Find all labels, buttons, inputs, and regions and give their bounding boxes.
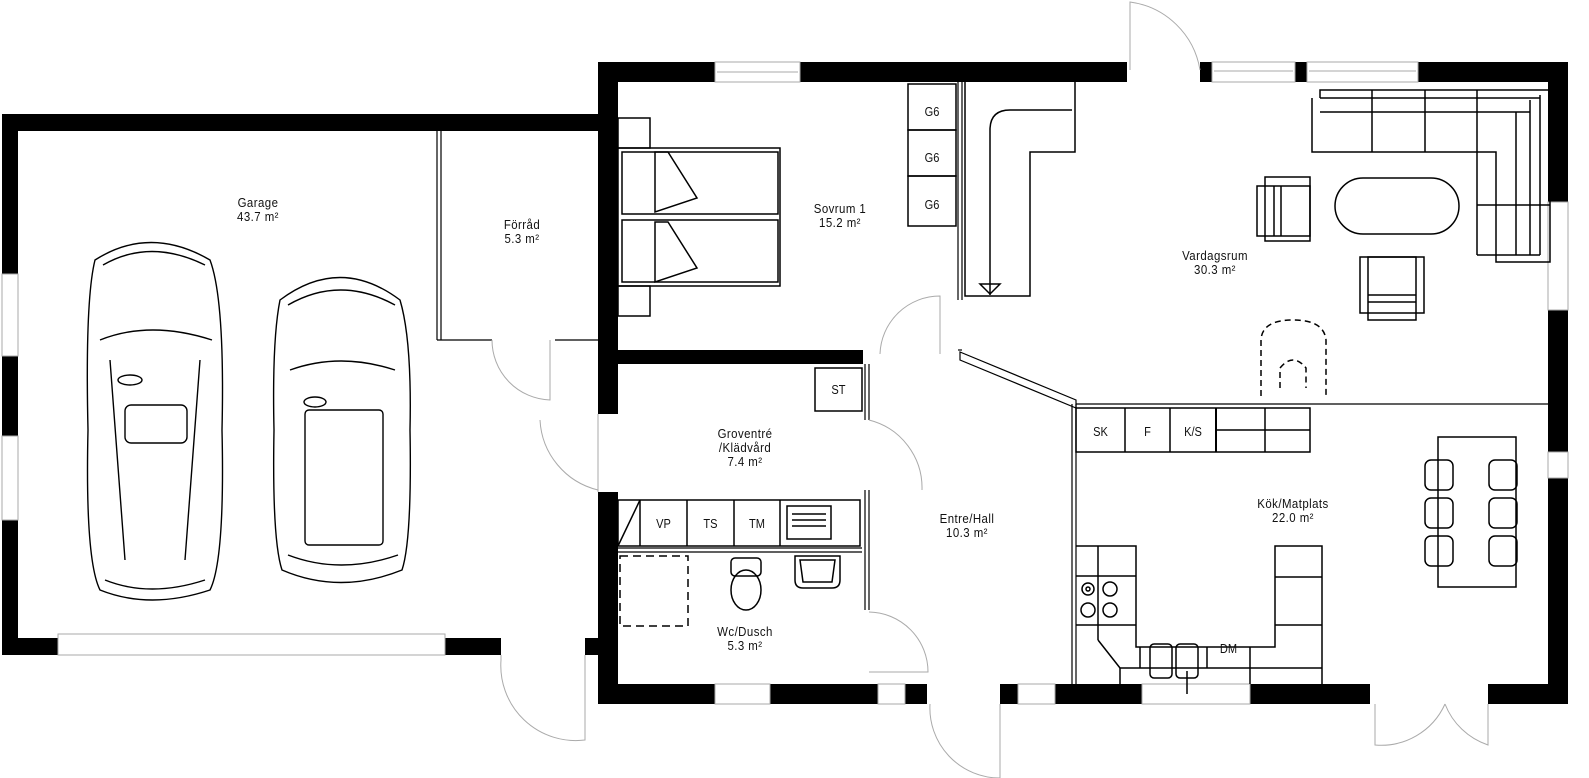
- room-label-wc-dusch: Wc/Dusch 5.3 m²: [697, 625, 794, 653]
- room-name: Garage: [237, 195, 279, 210]
- interior-partitions: [436, 82, 1548, 684]
- laundry-label-ts: TS: [703, 516, 718, 531]
- wardrobe-label: G6: [924, 197, 940, 212]
- room-label-forrad: Förråd 5.3 m²: [478, 218, 566, 246]
- dining-chairs: [1424, 459, 1518, 567]
- sink-icon: [1149, 643, 1199, 694]
- bed-icon: [617, 117, 781, 317]
- washbasin-icon: [794, 555, 841, 589]
- sofa-icon: [1311, 89, 1551, 263]
- kitchen-counter: [1076, 545, 1323, 684]
- stove-icon: [1080, 581, 1118, 618]
- room-name: Wc/Dusch: [717, 624, 773, 639]
- laundry-units: [617, 499, 861, 547]
- exterior-walls: [2, 62, 1568, 704]
- storage-cabinet: [814, 367, 863, 412]
- dishwasher-label: DM: [1219, 641, 1238, 656]
- laundry-label-vp: VP: [656, 516, 671, 531]
- room-area: 7.4 m²: [727, 454, 763, 469]
- toilet-icon: [730, 557, 762, 611]
- room-area: 5.3 m²: [504, 231, 540, 246]
- kitchen-label-sk: SK: [1093, 424, 1108, 439]
- wardrobe-label: G6: [924, 104, 940, 119]
- room-name-2: /Klädvård: [718, 440, 772, 455]
- storage-label: ST: [831, 382, 846, 397]
- room-name: Förråd: [503, 217, 541, 232]
- kitchen-label-f: F: [1144, 424, 1151, 439]
- room-label-entre-hall: Entre/Hall 10.3 m²: [919, 512, 1016, 540]
- interior-wall: [618, 350, 863, 364]
- armchair-icon: [1359, 256, 1425, 321]
- coffee-table-icon: [1334, 177, 1460, 235]
- fireplace-icon: [1260, 319, 1327, 396]
- room-name: Sovrum 1: [813, 201, 867, 216]
- room-area: 5.3 m²: [727, 638, 763, 653]
- room-name: Entre/Hall: [939, 511, 995, 526]
- room-label-groventre: Groventré /Klädvård 7.4 m²: [697, 427, 794, 469]
- room-area: 10.3 m²: [946, 525, 988, 540]
- dining-table-icon: [1437, 436, 1517, 588]
- wardrobe-label: G6: [924, 150, 940, 165]
- car-icon: [272, 276, 412, 584]
- room-name: Kök/Matplats: [1257, 496, 1329, 511]
- room-area: 30.3 m²: [1194, 262, 1236, 277]
- room-label-sovrum-1: Sovrum 1 15.2 m²: [796, 202, 884, 230]
- armchair-icon: [1256, 176, 1311, 242]
- room-area: 15.2 m²: [819, 215, 861, 230]
- wardrobe: [907, 83, 957, 227]
- room-label-vardagsrum: Vardagsrum 30.3 m²: [1167, 249, 1264, 277]
- laundry-label-tm: TM: [749, 516, 765, 531]
- kitchen-label-ks: K/S: [1184, 424, 1202, 439]
- room-label-kok-matplats: Kök/Matplats 22.0 m²: [1236, 497, 1350, 525]
- room-area: 43.7 m²: [237, 209, 279, 224]
- room-name: Vardagsrum: [1182, 248, 1248, 263]
- stairs-icon: [964, 82, 1076, 297]
- room-area: 22.0 m²: [1272, 510, 1314, 525]
- kitchen-upper-units: [1075, 407, 1311, 453]
- room-label-garage: Garage 43.7 m²: [214, 196, 302, 224]
- shower-icon: [619, 555, 689, 627]
- room-name: Groventré: [717, 426, 773, 441]
- car-icon: [86, 241, 224, 601]
